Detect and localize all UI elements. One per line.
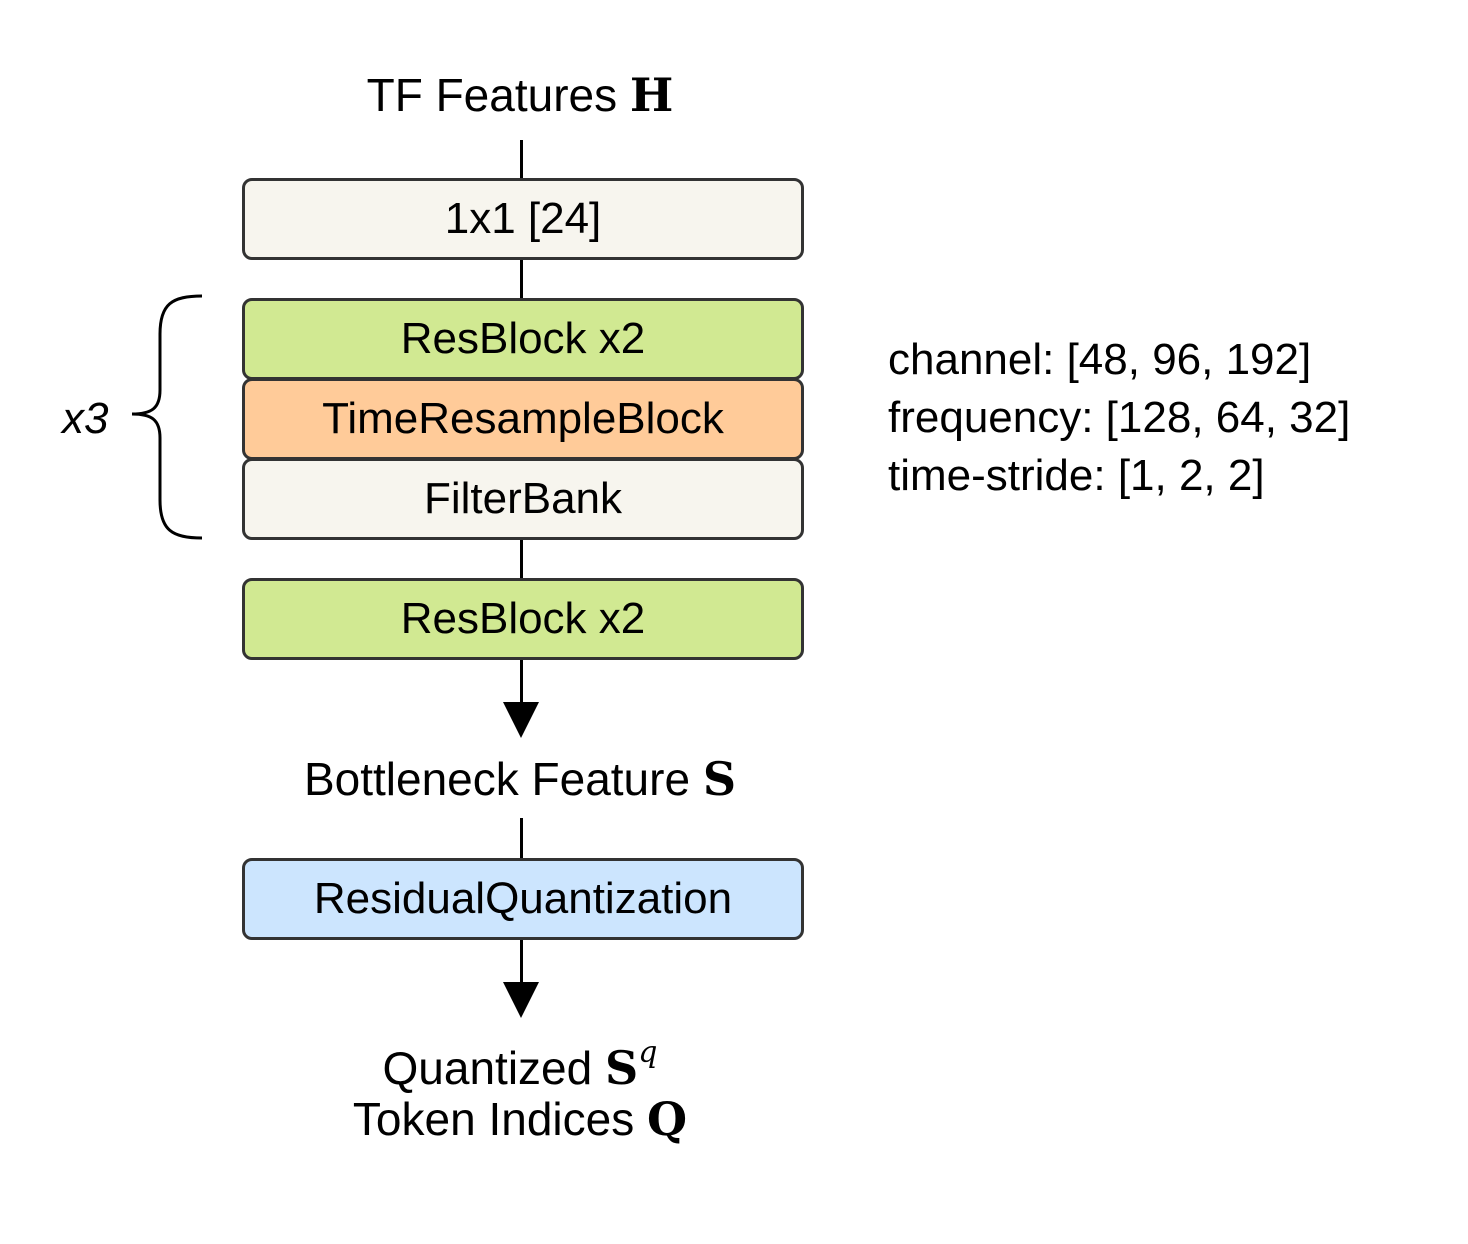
bottleneck-label-text: Bottleneck Feature [303,753,691,805]
arrowhead-output [503,982,539,1018]
token-indices-label: Token Indices Q [0,1096,1040,1142]
quantized-output-text: Quantized [382,1042,593,1094]
quantized-output-symbol: S [605,1041,639,1095]
config-time-stride: time-stride: [1, 2, 2] [888,451,1265,500]
repeat-label: x3 [62,394,109,443]
conv-block: 1x1 [24] [242,178,804,260]
quantized-output-superscript: q [638,1035,658,1070]
input-label-text: TF Features [366,69,618,121]
input-symbol: H [629,68,674,122]
token-indices-symbol: Q [646,1092,688,1146]
resblock-final-label: ResBlock x2 [400,594,646,643]
connector-resblock-bottleneck [520,658,523,704]
conv-block-label: 1x1 [24] [444,194,602,243]
connector-quantization-output [520,938,523,984]
filterbank-block: FilterBank [242,458,804,540]
connector-input [520,140,523,180]
resblock-repeated-label: ResBlock x2 [400,314,646,363]
quantized-output-label: Quantized Sq [0,1035,1040,1094]
residual-quantization-block: ResidualQuantization [242,858,804,940]
connector-conv-resblock [520,258,523,300]
resblock-repeated: ResBlock x2 [242,298,804,380]
token-indices-text: Token Indices [352,1093,635,1145]
config-frequency: frequency: [128, 64, 32] [888,393,1351,442]
resblock-final: ResBlock x2 [242,578,804,660]
config-list: channel: [48, 96, 192] frequency: [128, … [888,331,1350,505]
filterbank-block-label: FilterBank [423,474,623,523]
connector-filterbank-resblock [520,538,523,580]
time-resample-block: TimeResampleBlock [242,378,804,460]
time-resample-block-label: TimeResampleBlock [322,394,724,443]
input-label: TF Features H [0,72,1040,118]
bottleneck-label: Bottleneck Feature S [0,756,1040,802]
arrowhead-bottleneck [503,702,539,738]
repeat-brace [131,294,203,540]
residual-quantization-label: ResidualQuantization [313,874,733,923]
connector-bottleneck-quantization [520,818,523,860]
bottleneck-symbol: S [702,752,737,806]
config-channel: channel: [48, 96, 192] [888,335,1312,384]
